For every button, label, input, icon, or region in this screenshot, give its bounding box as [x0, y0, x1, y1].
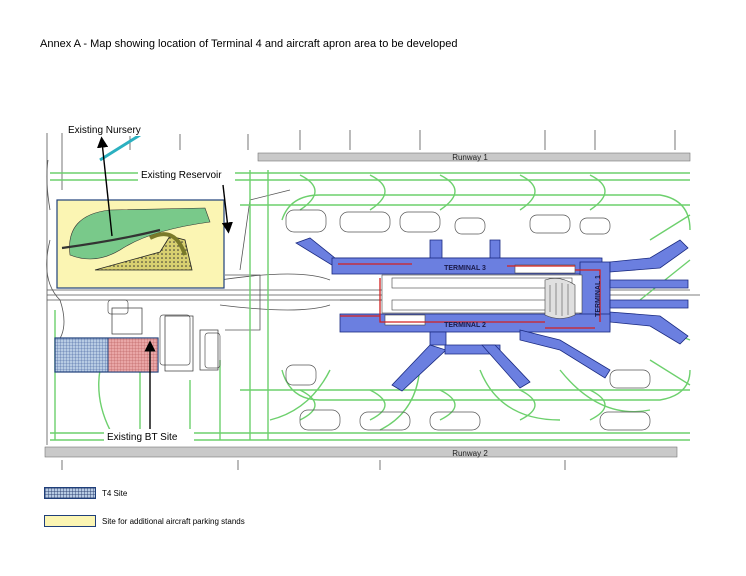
legend-swatch-t4 [44, 487, 96, 499]
bt-site-buildings [111, 307, 219, 372]
access-road [99, 133, 141, 162]
runway-1-label: Runway 1 [452, 153, 488, 162]
terminal-complex [295, 237, 689, 392]
bt-site-label: Existing BT Site [107, 432, 178, 443]
page-title: Annex A - Map showing location of Termin… [40, 38, 458, 50]
runway-2-label: Runway 2 [452, 449, 488, 458]
legend-item-stands: Site for additional aircraft parking sta… [44, 515, 245, 527]
nursery-label: Existing Nursery [68, 125, 141, 136]
reservoir-label: Existing Reservoir [141, 170, 222, 181]
boundary-lines [338, 263, 601, 329]
legend-label-stands: Site for additional aircraft parking sta… [102, 516, 245, 526]
terminal-3-label: TERMINAL 3 [444, 265, 486, 272]
legend-swatch-stands [44, 515, 96, 527]
legend-label-t4: T4 Site [102, 488, 128, 498]
terminal-1-label: TERMINAL 1 [595, 275, 602, 317]
terminal-interior [381, 264, 583, 326]
airport-map: Runway 1 Runway 2 [44, 125, 700, 470]
callout-arrows [97, 136, 233, 430]
taxiway-islands [107, 209, 651, 431]
runway-1: Runway 1 [257, 152, 691, 162]
stands-site [56, 199, 225, 289]
runway-2: Runway 2 [44, 446, 678, 458]
legend-item-t4: T4 Site [44, 487, 127, 499]
terminal-2-label: TERMINAL 2 [444, 322, 486, 329]
